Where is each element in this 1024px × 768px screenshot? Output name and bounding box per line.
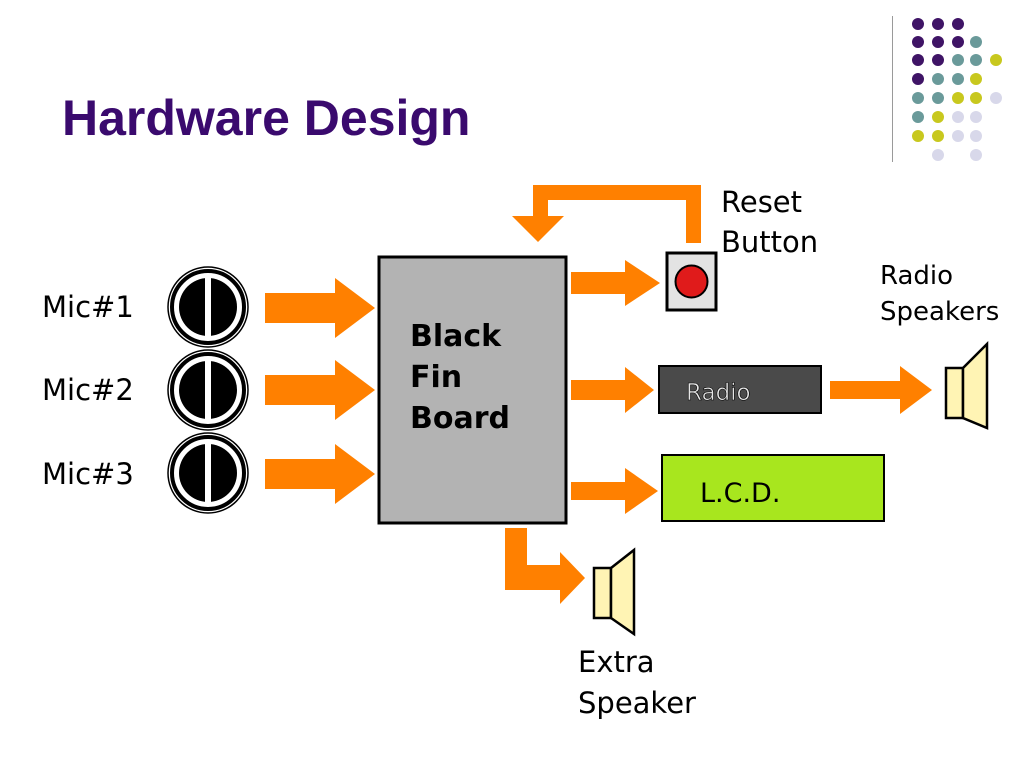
mic-1-to-board-arrow	[265, 278, 375, 338]
decor-dot	[912, 18, 924, 30]
decor-dot	[912, 111, 924, 123]
radio-label: Radio	[686, 380, 751, 406]
decor-dot	[932, 73, 944, 85]
decor-dot	[912, 92, 924, 104]
microphone-1-icon	[167, 266, 249, 348]
reset-label-line-1: Reset	[721, 185, 802, 219]
extra-speaker-icon	[592, 547, 636, 637]
decor-dot	[952, 92, 964, 104]
decor-dot	[932, 18, 944, 30]
decor-dot	[912, 54, 924, 66]
decor-dot	[932, 54, 944, 66]
decor-dot	[970, 130, 982, 142]
board-label-line-1: Black	[410, 319, 502, 354]
decor-dot	[970, 36, 982, 48]
decor-dot	[952, 54, 964, 66]
decor-dot	[912, 130, 924, 142]
reset-label-line-2: Button	[721, 225, 818, 259]
decor-dot	[970, 92, 982, 104]
board-to-extra-speaker-arrow	[505, 528, 585, 604]
decor-dot	[970, 54, 982, 66]
decor-dot	[932, 130, 944, 142]
decor-dot	[932, 92, 944, 104]
mic-2-label: Mic#2	[42, 373, 134, 407]
mic-2-to-board-arrow	[265, 360, 375, 420]
radio-speakers-label-line-1: Radio	[880, 261, 953, 291]
decor-dot	[912, 36, 924, 48]
decor-dot	[932, 36, 944, 48]
decor-dot	[952, 73, 964, 85]
radio-speaker-icon	[944, 340, 989, 430]
board-label-line-3: Board	[410, 401, 510, 436]
lcd-label: L.C.D.	[700, 478, 780, 509]
board-to-radio-arrow	[571, 367, 654, 413]
decor-dot	[952, 111, 964, 123]
decor-dot	[970, 149, 982, 161]
reset-feedback-arrow	[512, 185, 701, 243]
extra-speaker-label-line-1: Extra	[578, 645, 655, 679]
board-to-reset-arrow	[571, 260, 660, 306]
radio-speakers-label-line-2: Speakers	[880, 297, 999, 327]
decor-dot	[952, 36, 964, 48]
decor-dot	[952, 18, 964, 30]
slide-title: Hardware Design	[62, 90, 471, 146]
decor-dot	[970, 111, 982, 123]
decor-dot	[952, 130, 964, 142]
mic-3-label: Mic#3	[42, 457, 134, 491]
radio-to-speakers-arrow	[830, 366, 932, 414]
mic-1-label: Mic#1	[42, 290, 134, 324]
extra-speaker-label-line-2: Speaker	[578, 686, 696, 720]
decorative-divider	[892, 16, 893, 162]
microphone-2-icon	[167, 349, 249, 431]
board-to-lcd-arrow	[571, 468, 658, 514]
decor-dot	[990, 54, 1002, 66]
decor-dot	[990, 92, 1002, 104]
decor-dot	[970, 73, 982, 85]
mic-3-to-board-arrow	[265, 444, 375, 504]
radio-box	[658, 365, 822, 414]
decor-dot	[912, 73, 924, 85]
lcd-box	[661, 454, 885, 522]
reset-button-icon	[665, 251, 718, 312]
microphone-3-icon	[167, 432, 249, 514]
decorative-dot-grid	[912, 18, 1002, 161]
decor-dot	[932, 149, 944, 161]
decor-dot	[932, 111, 944, 123]
blackfin-board	[377, 255, 568, 525]
board-label-line-2: Fin	[410, 360, 462, 395]
